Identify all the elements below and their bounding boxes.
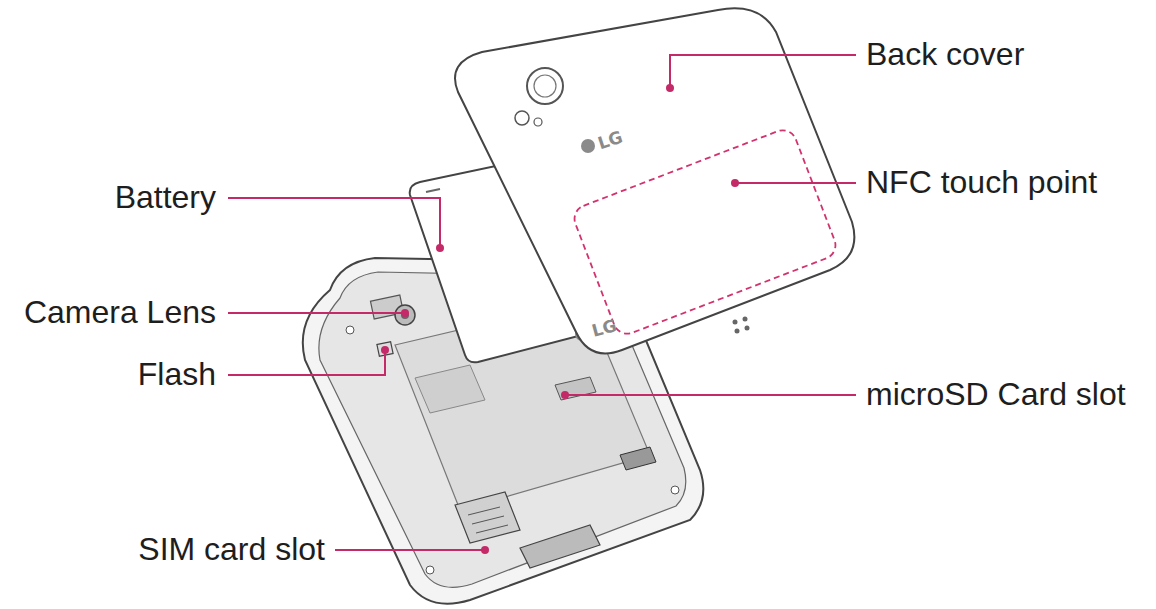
part-label: NFC touch point bbox=[866, 165, 1097, 200]
part-label: microSD Card slot bbox=[866, 377, 1126, 412]
part-label: SIM card slot bbox=[138, 532, 325, 567]
part-label: Back cover bbox=[866, 37, 1024, 72]
part-label: Battery bbox=[115, 180, 216, 215]
part-label: Flash bbox=[138, 357, 216, 392]
part-label: Camera Lens bbox=[24, 295, 216, 330]
